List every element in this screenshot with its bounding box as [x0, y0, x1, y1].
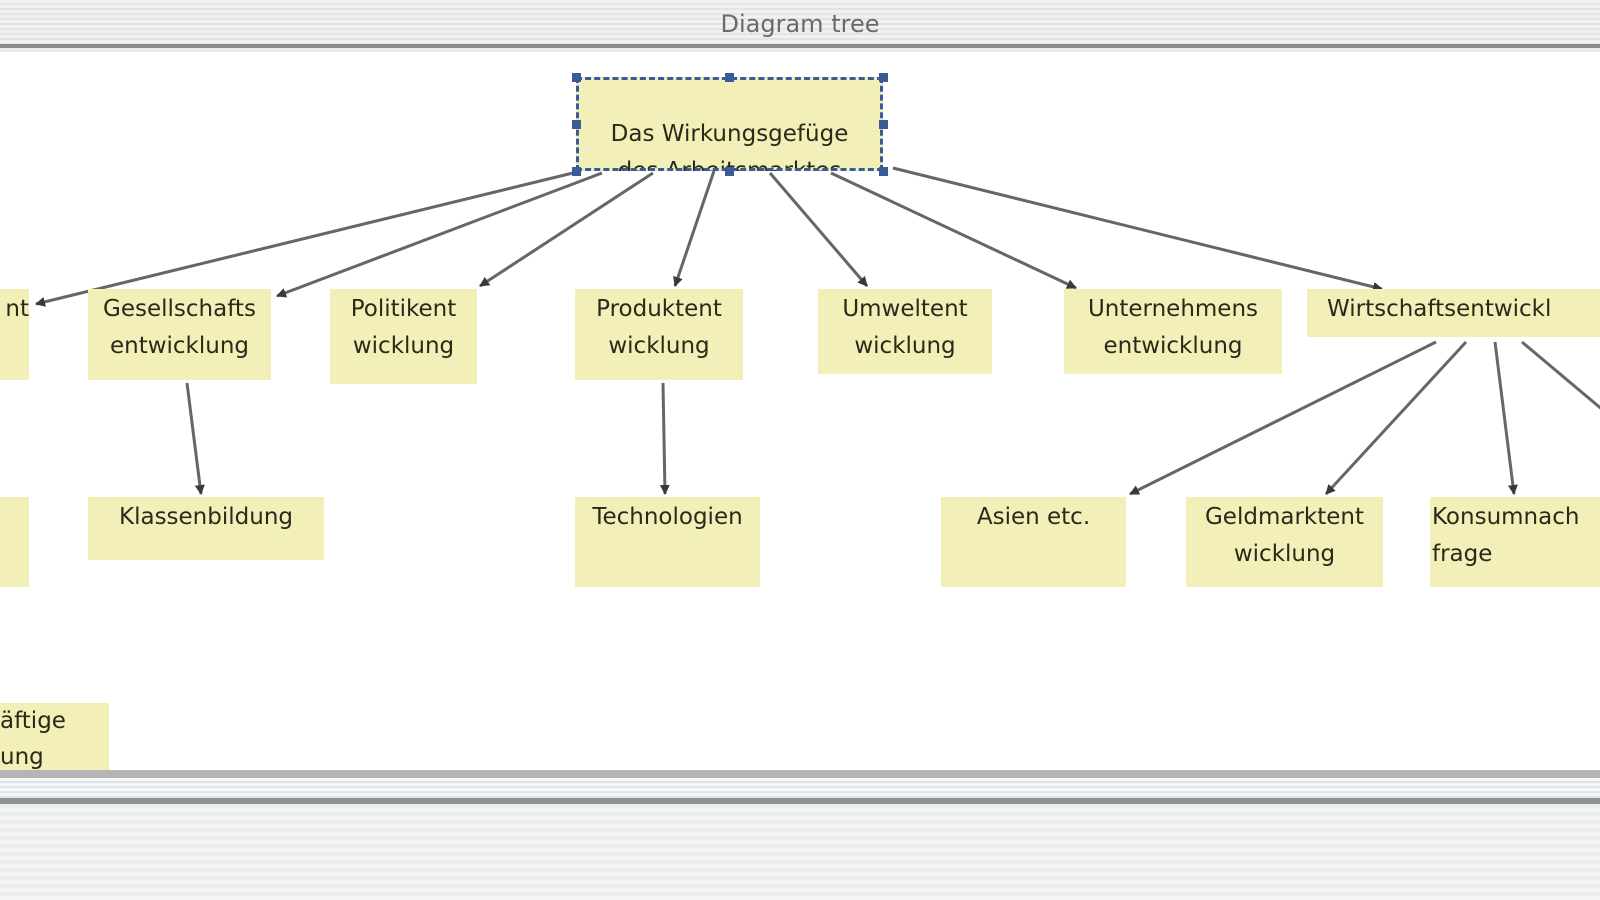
resize-handle[interactable]: [572, 120, 581, 129]
edges-layer: [35, 166, 1600, 496]
resize-handle[interactable]: [572, 167, 581, 176]
edge-root-gesellschaft: [276, 171, 603, 298]
node-partial-left-2[interactable]: [0, 497, 29, 587]
edge-produkt-technologien: [659, 382, 670, 495]
node-root[interactable]: Das Wirkungsgefüge des Arbeitsmarktes: [576, 77, 883, 171]
diagram-canvas[interactable]: Das Wirkungsgefüge des Arbeitsmarktes nt…: [0, 52, 1600, 772]
node-label: Umweltent wicklung: [842, 296, 968, 359]
node-label: Geldmarktent wicklung: [1204, 504, 1364, 567]
edge-wirtschaft-konsum: [1493, 341, 1518, 495]
node-label: Gesellschafts entwicklung: [103, 296, 256, 359]
node-label: Technologien: [592, 504, 743, 530]
node-partial-left-1[interactable]: nt: [0, 289, 29, 380]
edge-root-unternehmen: [830, 171, 1077, 290]
node-umwelt[interactable]: Umweltent wicklung: [818, 289, 992, 374]
node-partial-left-3[interactable]: äftige ung: [0, 703, 109, 772]
edge-root-produkt: [673, 170, 716, 287]
panel-divider: [0, 798, 1600, 804]
edge-wirtschaft-geldmarkt: [1324, 340, 1468, 496]
node-label: äftige ung: [0, 708, 66, 770]
node-unternehmen[interactable]: Unternehmens entwicklung: [1064, 289, 1282, 374]
node-gesellschaft[interactable]: Gesellschafts entwicklung: [88, 289, 271, 380]
node-label: Produktent wicklung: [596, 296, 722, 359]
edge-root-wirtschaft: [892, 166, 1383, 292]
node-label: nt: [5, 296, 29, 322]
node-label: Unternehmens entwicklung: [1087, 296, 1259, 359]
edge-wirtschaft-asien: [1129, 340, 1437, 496]
node-geldmarkt[interactable]: Geldmarktent wicklung: [1186, 497, 1383, 587]
node-label: Konsumnach frage: [1432, 504, 1580, 567]
node-label: Wirtschaftsentwickl: [1327, 296, 1552, 322]
edge-root-left: [35, 169, 582, 307]
resize-handle[interactable]: [879, 73, 888, 82]
node-politik[interactable]: Politikent wicklung: [330, 289, 477, 384]
canvas-bottom-border: [0, 770, 1600, 778]
edge-gesellschaft-klassen: [185, 382, 205, 495]
node-wirtschaft[interactable]: Wirtschaftsentwickl: [1307, 289, 1600, 337]
resize-handle[interactable]: [725, 167, 734, 176]
node-technologien[interactable]: Technologien: [575, 497, 760, 587]
node-label: Asien etc.: [976, 504, 1091, 530]
node-konsumnachfrage[interactable]: Konsumnach frage: [1430, 497, 1600, 587]
resize-handle[interactable]: [879, 120, 888, 129]
window-title-bar: Diagram tree: [0, 0, 1600, 48]
node-label: Das Wirkungsgefüge des Arbeitsmarktes: [610, 121, 849, 171]
node-label: Politikent wicklung: [350, 296, 457, 359]
edge-root-politik: [479, 171, 654, 288]
node-label: Klassenbildung: [119, 504, 293, 530]
bottom-panel: [0, 804, 1600, 900]
resize-handle[interactable]: [879, 167, 888, 176]
edge-wirtschaft-offscreen: [1521, 340, 1600, 417]
resize-handle[interactable]: [725, 73, 734, 82]
resize-handle[interactable]: [572, 73, 581, 82]
window-title: Diagram tree: [720, 10, 880, 38]
node-klassenbildung[interactable]: Klassenbildung: [88, 497, 324, 560]
node-asien[interactable]: Asien etc.: [941, 497, 1126, 587]
horizontal-scrollbar[interactable]: [0, 778, 1600, 800]
node-produkt[interactable]: Produktent wicklung: [575, 289, 743, 380]
edge-root-umwelt: [768, 172, 869, 287]
